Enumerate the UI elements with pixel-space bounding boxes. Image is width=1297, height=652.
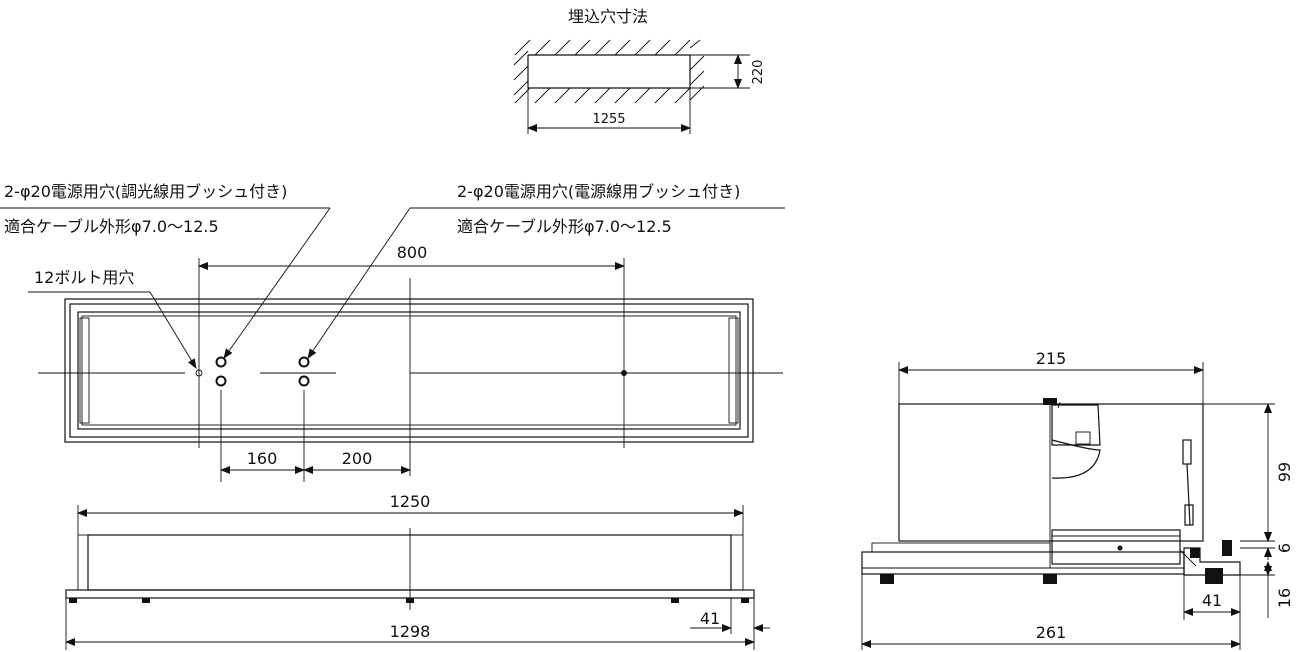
hatch-top xyxy=(514,39,701,56)
note-right-cable: 適合ケーブル外形φ7.0～12.5 xyxy=(457,217,672,236)
hatch-sides xyxy=(513,50,705,101)
dim-160-label: 160 xyxy=(247,449,278,468)
note-bolt: 12ボルト用穴 xyxy=(34,268,134,287)
dim-261-label: 261 xyxy=(1036,623,1067,642)
cutout-detail: 埋込穴寸法 12 xyxy=(513,7,766,134)
callouts: 2-φ20電源用穴(調光線用ブッシュ付き) 適合ケーブル外形φ7.0～12.5 … xyxy=(0,182,785,369)
power-hole-left-2 xyxy=(215,375,227,387)
dim-215-label: 215 xyxy=(1036,349,1067,368)
dim-41-front-label: 41 xyxy=(700,609,720,628)
dim-200-label: 200 xyxy=(342,449,373,468)
note-left-hole: 2-φ20電源用穴(調光線用ブッシュ付き) xyxy=(4,182,287,201)
power-hole-left-1 xyxy=(215,356,227,368)
cutout-width-label: 1255 xyxy=(592,112,625,127)
cutout-title: 埋込穴寸法 xyxy=(568,7,648,26)
cutout-height-label: 220 xyxy=(751,60,766,85)
power-hole-right-1 xyxy=(298,356,310,368)
side-view: 215 99 xyxy=(861,349,1294,650)
power-hole-right-2 xyxy=(298,375,310,387)
note-left-cable: 適合ケーブル外形φ7.0～12.5 xyxy=(4,217,219,236)
dim-1298-label: 1298 xyxy=(390,622,431,641)
dim-6-label: 6 xyxy=(1275,543,1294,553)
dim-41-side-label: 41 xyxy=(1202,591,1222,610)
front-view: 1250 1298 41 xyxy=(65,492,770,650)
dim-1250-label: 1250 xyxy=(390,492,431,511)
hatch-bottom xyxy=(514,87,691,104)
plan-view: 800 160 200 xyxy=(38,243,783,482)
dim-800-label: 800 xyxy=(397,243,428,262)
dim-99-label: 99 xyxy=(1275,462,1294,482)
dim-16-label: 16 xyxy=(1275,588,1294,608)
note-right-hole: 2-φ20電源用穴(電源線用ブッシュ付き) xyxy=(457,182,740,201)
